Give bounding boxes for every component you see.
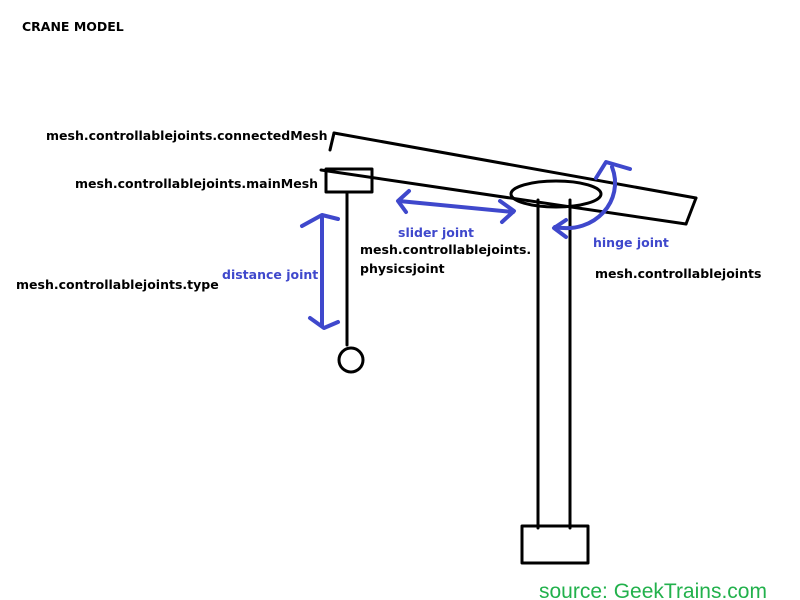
trolley-box bbox=[324, 167, 374, 194]
crane-tower bbox=[536, 198, 572, 530]
label-physicsjoint-line2: physicsjoint bbox=[360, 261, 445, 276]
label-slider-joint: slider joint bbox=[398, 225, 474, 240]
source-credit: source: GeekTrains.com bbox=[539, 580, 767, 600]
distance-joint-arrow bbox=[300, 213, 340, 330]
diagram-title: CRANE MODEL bbox=[22, 19, 124, 34]
slider-joint-arrow bbox=[396, 189, 516, 224]
label-connected-mesh: mesh.controllablejoints.connectedMesh bbox=[46, 128, 328, 143]
label-physicsjoint-line1: mesh.controllablejoints. bbox=[360, 242, 531, 257]
hinge-ellipse bbox=[509, 179, 603, 209]
hook-ball bbox=[337, 346, 365, 374]
label-hinge-joint: hinge joint bbox=[593, 235, 669, 250]
label-main-mesh: mesh.controllablejoints.mainMesh bbox=[75, 176, 318, 191]
tower-base bbox=[520, 524, 590, 565]
label-type: mesh.controllablejoints.type bbox=[16, 277, 219, 292]
hinge-joint-arrow bbox=[552, 160, 632, 239]
label-controllablejoints: mesh.controllablejoints bbox=[595, 266, 761, 281]
label-distance-joint: distance joint bbox=[222, 267, 318, 282]
crane-boom bbox=[319, 131, 698, 226]
